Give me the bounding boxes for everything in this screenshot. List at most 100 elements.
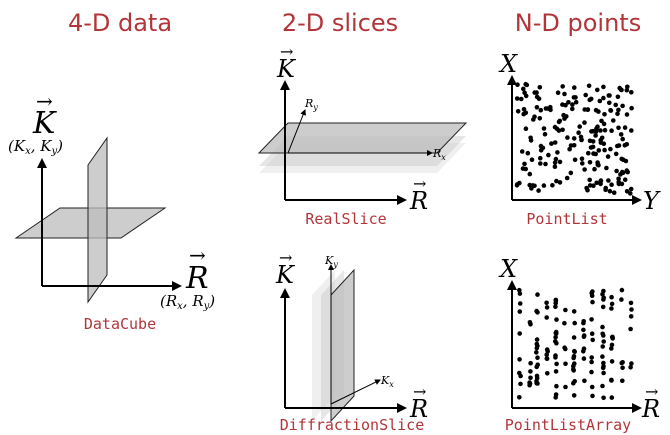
pointlistarray-point <box>589 317 594 322</box>
realslice-r-label: R → <box>409 174 428 215</box>
pointlistarray-point <box>609 395 615 400</box>
pointlistarray-x-label: X <box>498 255 518 283</box>
pointlist-point <box>534 94 540 100</box>
pointlist-point <box>515 82 520 87</box>
pointlist-y-label: Y <box>643 187 661 215</box>
pointlist-point <box>560 127 565 133</box>
pointlist-point <box>573 99 579 105</box>
pointlist-point <box>624 112 630 117</box>
pointlistarray-point <box>628 326 633 332</box>
datacube-r-coords: (Rx, Ry) <box>160 292 215 312</box>
svg-text:K: K <box>276 55 297 83</box>
diffractionslice-k-label: K → <box>275 248 296 289</box>
pointlist-point <box>560 84 565 89</box>
pointlist-point <box>515 109 521 114</box>
pointlist-point <box>586 83 592 89</box>
datacube-k-coords: (Kx, Ky) <box>8 137 63 157</box>
pointlist-label: PointList <box>526 210 607 228</box>
pointlist-point <box>594 180 599 186</box>
pointlistarray-point <box>527 381 533 386</box>
pointlistarray-point <box>527 320 533 325</box>
pointlistarray-point <box>563 384 568 390</box>
pointlist-point <box>554 178 559 184</box>
pointlist-point <box>608 146 613 152</box>
pointlistarray-point <box>572 320 577 326</box>
datacube-k-plane <box>87 136 108 304</box>
pointlist-point <box>595 162 601 167</box>
pointlistarray-point <box>609 294 614 300</box>
pointlistarray-point <box>628 314 634 319</box>
pointlistarray-point <box>571 355 576 361</box>
pointlist-point <box>525 150 531 156</box>
pointlistarray-point <box>590 337 595 343</box>
pointlist-point <box>606 178 611 183</box>
pointlistarray-point <box>589 384 595 390</box>
pointlistarray-label: PointListArray <box>505 416 631 434</box>
pointlist-point <box>601 121 607 127</box>
pointlistarray-point <box>609 377 614 383</box>
pointlistarray-point <box>601 395 606 401</box>
pointlist-point <box>608 108 613 113</box>
pointlist-point <box>616 181 622 187</box>
pointlist-point <box>629 105 634 111</box>
pointlist-point <box>523 110 529 116</box>
svg-text:R: R <box>641 395 660 423</box>
realslice-rx-label: Rx <box>432 147 446 162</box>
svg-text:→: → <box>645 382 658 401</box>
pointlist-point <box>566 100 571 105</box>
pointlistarray-point <box>534 337 540 342</box>
pointlist-point <box>625 84 630 90</box>
pointlistarray-point <box>620 365 625 371</box>
pointlistarray-point <box>581 346 587 352</box>
pointlistarray-point <box>544 352 549 358</box>
pointlist-point <box>601 84 606 90</box>
pointlistarray-point <box>609 359 615 364</box>
pointlist-point <box>555 150 560 155</box>
pointlist-point <box>527 171 533 177</box>
pointlistarray-point <box>628 365 633 370</box>
pointlist-point <box>517 180 522 186</box>
pointlistarray-point <box>528 369 533 374</box>
pointlist-point <box>587 160 593 165</box>
pointlist-point <box>598 181 603 187</box>
pointlistarray-point <box>562 320 567 326</box>
pointlist-point <box>571 95 577 100</box>
pointlist-point <box>534 90 539 95</box>
pointlistarray-point <box>553 355 558 360</box>
pointlist-x-label: X <box>498 50 518 78</box>
pointlist-point <box>571 136 577 141</box>
pointlist-point <box>618 132 624 137</box>
pointlist-point <box>531 117 536 122</box>
pointlist-point <box>585 107 591 112</box>
pointlist-point <box>557 159 563 165</box>
pointlistarray-point <box>544 305 550 310</box>
pointlist-point <box>578 134 584 140</box>
pointlistarray-point <box>601 370 606 376</box>
pointlistarray-point <box>517 291 523 296</box>
pointlistarray-point <box>609 306 614 311</box>
pointlist-point <box>602 127 608 133</box>
pointlist-point <box>609 128 614 133</box>
pointlist-point <box>538 161 543 166</box>
pointlist-scatter <box>514 81 634 196</box>
pointlistarray-point <box>629 307 634 312</box>
pointlistarray-scatter <box>517 287 634 401</box>
pointlist-point <box>595 87 600 93</box>
pointlist-point <box>598 128 603 133</box>
pointlistarray-point <box>553 331 559 336</box>
pointlistarray-panel: X R → PointListArray <box>498 255 660 434</box>
pointlistarray-point <box>628 300 634 306</box>
pointlistarray-point <box>571 380 576 386</box>
diffractionslice-kx-label: Kx <box>380 374 394 389</box>
pointlist-point <box>588 96 594 102</box>
pointlist-point <box>562 91 567 97</box>
pointlist-point <box>570 102 575 107</box>
pointlistarray-point <box>572 349 577 355</box>
pointlist-point <box>624 142 630 147</box>
svg-text:→: → <box>279 248 292 267</box>
pointlist-panel: X Y PointList <box>498 50 661 228</box>
pointlistarray-point <box>535 292 540 297</box>
pointlist-point <box>553 156 559 162</box>
pointlist-point <box>613 151 619 157</box>
pointlist-point <box>590 139 596 144</box>
